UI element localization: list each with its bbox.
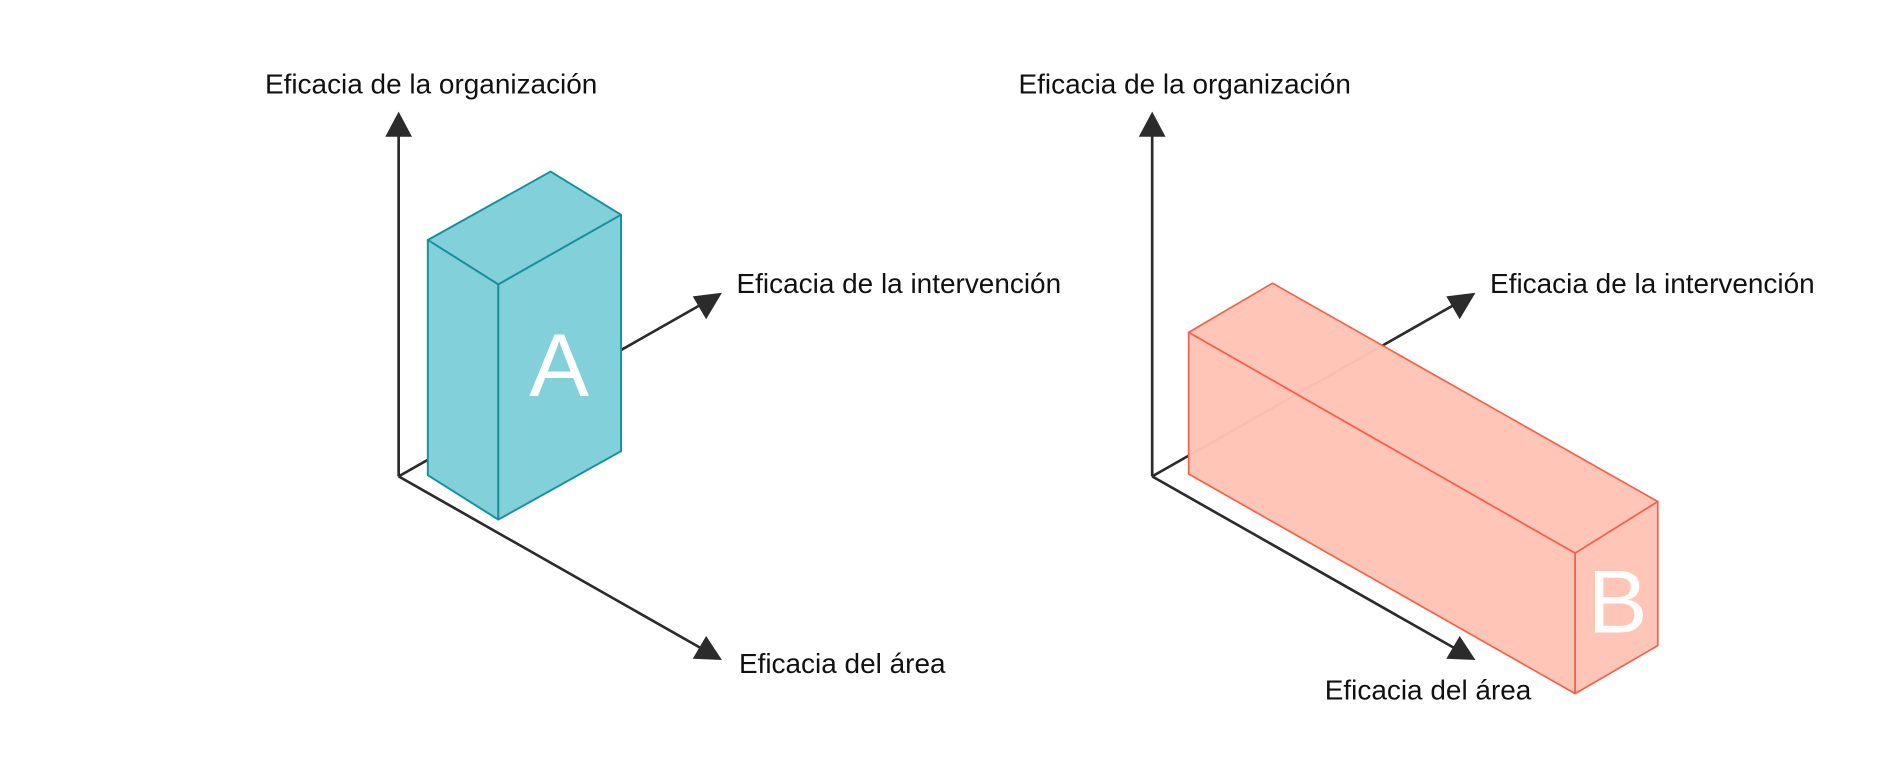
box-b-right <box>1574 500 1659 695</box>
axis-horizontal-a <box>397 475 706 652</box>
axis-vertical-label-b: Eficacia de la organización <box>1018 69 1350 100</box>
axis-horizontal-b <box>1151 475 1460 652</box>
box-b <box>1187 282 1659 695</box>
box-a-left <box>426 239 500 521</box>
arrowhead-depth-b <box>1446 292 1476 320</box>
axis-vertical-label-a: Eficacia de la organización <box>265 69 597 100</box>
box-a-right <box>497 213 623 521</box>
arrowhead-horizontal-a <box>692 636 722 660</box>
axis-horizontal-label-b: Eficacia del área <box>1325 675 1532 706</box>
box-a <box>426 170 623 521</box>
arrowhead-vertical-a <box>385 111 413 137</box>
axis-horizontal-label-a: Eficacia del área <box>739 648 946 679</box>
box-a-label: A <box>529 316 589 415</box>
axis-depth-label-a: Eficacia de la intervención <box>737 268 1062 299</box>
axis-depth-label-b: Eficacia de la intervención <box>1490 268 1815 299</box>
arrowhead-depth-a <box>692 292 722 320</box>
box-b-label: B <box>1588 552 1648 651</box>
arrowhead-horizontal-b <box>1446 636 1476 660</box>
arrowhead-vertical-b <box>1138 111 1166 137</box>
